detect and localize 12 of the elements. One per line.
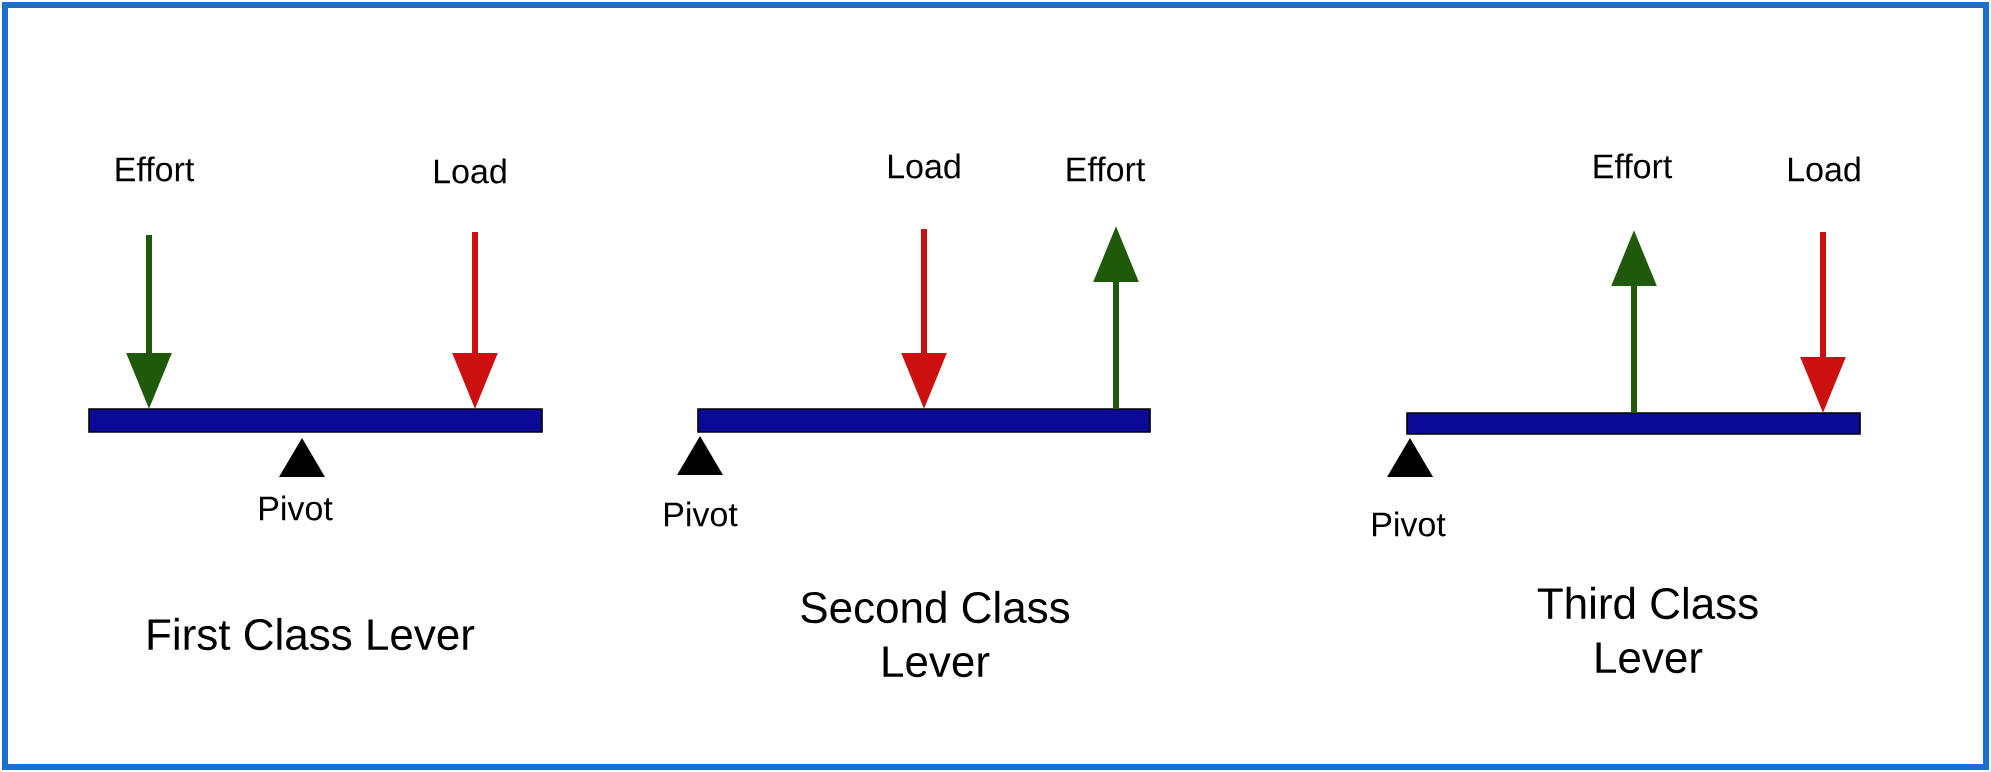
force-label: Load bbox=[889, 153, 960, 179]
caption: Third Class Lever bbox=[1537, 586, 1758, 674]
force-label: Effort bbox=[116, 156, 195, 182]
pivot-label: Pivot bbox=[665, 501, 738, 527]
force-label: Load bbox=[435, 158, 506, 184]
pivot-label: Pivot bbox=[1373, 511, 1446, 537]
caption: Second Class Lever bbox=[801, 590, 1070, 678]
force-label: Effort bbox=[1594, 153, 1673, 179]
force-label: Effort bbox=[1067, 156, 1146, 182]
force-label: Load bbox=[1789, 156, 1860, 182]
pivot-label: Pivot bbox=[260, 495, 333, 521]
caption: First Class Lever bbox=[148, 617, 475, 651]
